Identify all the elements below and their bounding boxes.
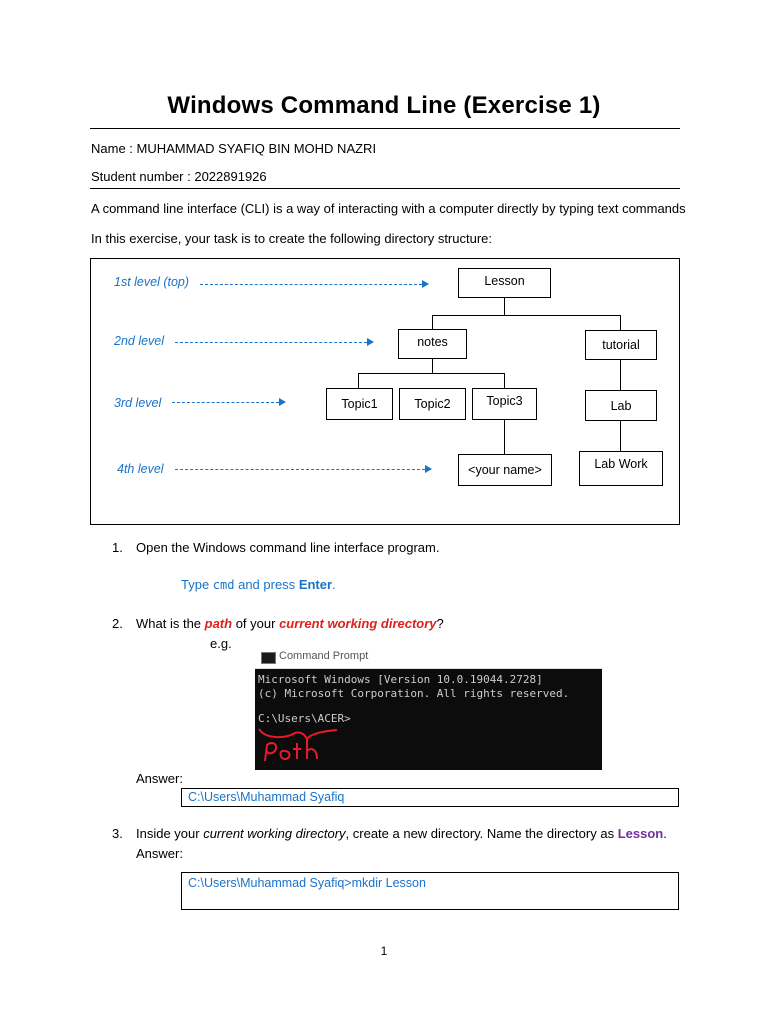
- q3-text-a: Inside your: [136, 826, 204, 841]
- cmd-line-2: (c) Microsoft Corporation. All rights re…: [258, 687, 570, 700]
- q3-cwd-phrase: current working directory: [203, 826, 346, 841]
- connector: [432, 315, 621, 316]
- cmd-line-1: Microsoft Windows [Version 10.0.19044.27…: [258, 673, 543, 686]
- question-2-text: What is the path of your current working…: [136, 616, 444, 631]
- q2-text-c: ?: [436, 616, 444, 631]
- cmd-window-icon: [261, 652, 276, 664]
- level-arrow-3: [172, 402, 279, 403]
- student-number: Student number : 2022891926: [91, 169, 267, 184]
- question-3-text: Inside your current working directory, c…: [136, 826, 667, 841]
- directory-structure-diagram: [90, 258, 680, 525]
- cmd-title: Command Prompt: [279, 650, 369, 662]
- question-1-hint: Type cmd and press Enter.: [181, 577, 336, 592]
- connector: [504, 373, 505, 388]
- q3-lesson-word: Lesson: [617, 826, 664, 841]
- hint-prefix: Type: [181, 577, 213, 592]
- arrow-head-icon: [279, 398, 286, 406]
- node-lab: Lab: [585, 390, 657, 421]
- connector: [504, 297, 505, 315]
- question-1-text: Open the Windows command line interface …: [136, 540, 440, 555]
- hint-end: .: [332, 577, 336, 592]
- task-text: In this exercise, your task is to create…: [91, 231, 493, 246]
- question-3-answer-label: Answer:: [136, 846, 183, 861]
- arrow-head-icon: [422, 280, 429, 288]
- title-divider: [90, 128, 680, 129]
- brace-mark: [258, 728, 338, 741]
- level-arrow-2: [175, 342, 367, 343]
- page-number: 1: [380, 944, 388, 958]
- q2-text-b: of your: [232, 616, 280, 631]
- hint-cmd: cmd: [212, 578, 235, 592]
- node-topic3: Topic3: [472, 388, 537, 420]
- connector: [620, 359, 621, 390]
- node-your-name: <your name>: [458, 454, 552, 486]
- cmd-prompt: C:\Users\ACER>: [258, 712, 351, 725]
- level-arrow-4: [175, 469, 425, 470]
- hint-key: Enter: [298, 577, 333, 592]
- connector: [504, 419, 505, 455]
- question-3-number: 3.: [112, 826, 123, 841]
- command-prompt-screenshot: Command Prompt Microsoft Windows [Versio…: [255, 645, 602, 770]
- question-2-number: 2.: [112, 616, 123, 631]
- level-label-2: 2nd level: [114, 334, 165, 348]
- question-2-answer-label: Answer:: [136, 771, 183, 786]
- connector: [358, 373, 505, 374]
- connector: [620, 315, 621, 331]
- question-2-answer-box: C:\Users\Muhammad Syafiq: [181, 788, 679, 807]
- q2-cwd-phrase: current working directory: [279, 616, 437, 631]
- cmd-title-bar: Command Prompt: [255, 645, 602, 669]
- node-lab-work: Lab Work: [579, 451, 663, 486]
- intro-text: A command line interface (CLI) is a way …: [91, 201, 686, 216]
- example-label: e.g.: [210, 636, 232, 651]
- header-divider: [90, 188, 680, 189]
- handwriting-t: [293, 743, 301, 759]
- connector: [432, 358, 433, 374]
- node-notes: notes: [398, 329, 467, 359]
- arrow-head-icon: [367, 338, 374, 346]
- q2-text-a: What is the: [136, 616, 205, 631]
- level-arrow-1: [200, 284, 422, 285]
- node-topic1: Topic1: [326, 388, 393, 420]
- connector: [432, 315, 433, 330]
- handwriting-h: [306, 739, 318, 760]
- node-topic2: Topic2: [399, 388, 466, 420]
- handwriting-o: [279, 749, 291, 761]
- level-label-1: 1st level (top): [114, 275, 190, 289]
- connector: [620, 420, 621, 452]
- q2-path-word: path: [204, 616, 233, 631]
- handwritten-annotation: [258, 728, 338, 762]
- level-label-3: 3rd level: [114, 396, 162, 410]
- q3-text-b: , create a new directory. Name the direc…: [345, 826, 618, 841]
- handwriting-p: [264, 742, 277, 762]
- q3-text-c: .: [663, 826, 667, 841]
- node-lesson: Lesson: [458, 268, 551, 298]
- question-1-number: 1.: [112, 540, 123, 555]
- page-title: Windows Command Line (Exercise 1): [167, 92, 601, 119]
- question-3-answer-box: C:\Users\Muhammad Syafiq>mkdir Lesson: [181, 872, 679, 910]
- node-tutorial: tutorial: [585, 330, 657, 360]
- level-label-4: 4th level: [117, 462, 164, 476]
- student-name: Name : MUHAMMAD SYAFIQ BIN MOHD NAZRI: [91, 141, 377, 156]
- connector: [358, 373, 359, 388]
- arrow-head-icon: [425, 465, 432, 473]
- hint-mid: and press: [234, 577, 299, 592]
